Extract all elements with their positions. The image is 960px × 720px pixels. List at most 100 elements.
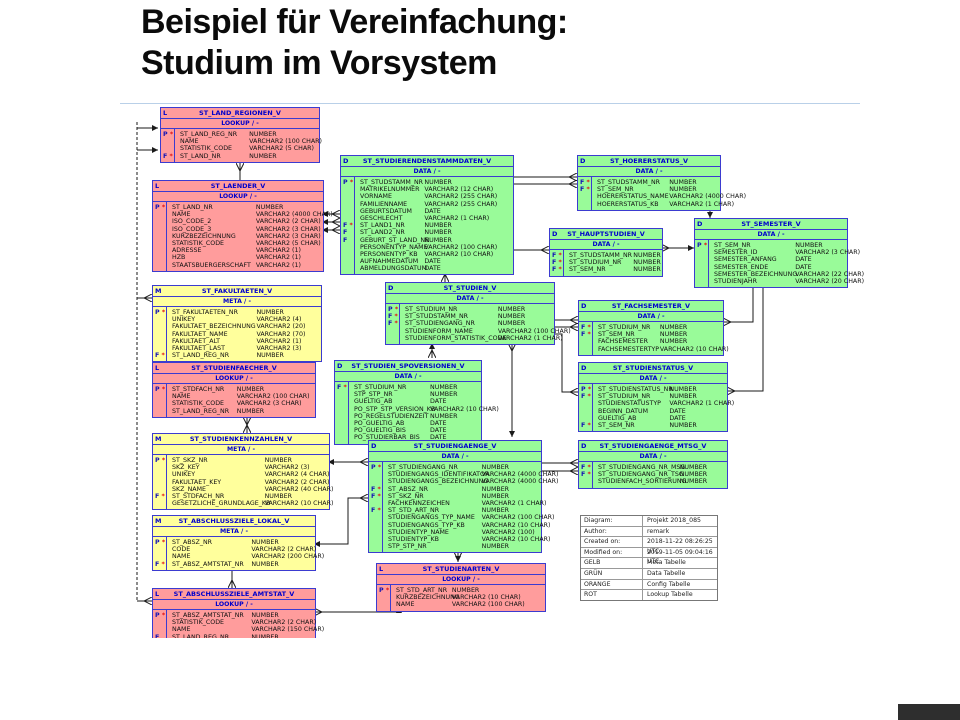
key-marker: P * [155, 204, 166, 211]
marker-column-divider [399, 304, 400, 344]
key-marker: P * [371, 464, 382, 471]
table-title: ST_STUDIENGAENGE_V [413, 442, 497, 450]
field-type: NUMBER [256, 352, 284, 360]
field-name: FAKULTAET_KEY [172, 478, 222, 486]
field-type: NUMBER [251, 560, 279, 568]
field-type: NUMBER [497, 313, 526, 321]
field-name: ST_FAKULTAETEN_NR [172, 309, 238, 316]
field-name: STAATSBUERGERSCHAFT [172, 261, 251, 269]
field-name: MATRIKELNUMMER [360, 186, 420, 194]
field-name: AUFNAHMEDATUM [360, 258, 419, 266]
table-subtitle: META / - [153, 527, 315, 537]
key-marker: F * [581, 421, 591, 429]
required-star: * [585, 324, 591, 331]
field-name: ABMELDUNGSDATUM [360, 265, 428, 273]
field-name: ST_ABSZ_NR [388, 485, 429, 493]
field-name: ST_STUDIENGANG_NR_MSG [598, 464, 686, 471]
field-type: VARCHAR2 (150 CHAR) [251, 626, 325, 634]
table-kind-badge: D [343, 157, 349, 165]
field-name: STATISTIK_CODE [172, 619, 225, 627]
table-title: ST_HOERERSTATUS_V [609, 157, 689, 165]
legend-label: ORANGE [581, 579, 643, 590]
field-name: HOERERSTATUS_KB [597, 200, 659, 208]
table-kind-badge: M [155, 435, 162, 443]
table-title: ST_HAUPTSTUDIEN_V [567, 230, 645, 238]
field-type: VARCHAR2 (2 CHAR) [251, 619, 317, 627]
legend-value: Config Tabelle [647, 580, 691, 588]
table-subtitle: LOOKUP / - [153, 374, 315, 384]
key-marker: P * [343, 179, 354, 186]
required-star: * [159, 457, 166, 464]
table-kind-badge: D [371, 442, 377, 450]
table-subtitle: DATA / - [579, 452, 727, 462]
field-name: ISO_CODE_3 [172, 225, 212, 233]
key-marker: F * [552, 266, 562, 274]
field-name: ST_STD_ART_NR [396, 587, 448, 594]
field-type: VARCHAR2 (5 CHAR) [249, 145, 314, 153]
field-type: VARCHAR2 (100 CHAR) [481, 514, 555, 522]
required-star: * [585, 386, 592, 393]
marker-column-divider [166, 384, 167, 417]
diagram-top-border [120, 103, 860, 104]
field-name: FAKULTAET_LAST [172, 344, 226, 352]
legend-value: 2019-11-05 09:04:16 UTC [647, 548, 713, 566]
table-subtitle: DATA / - [341, 167, 513, 177]
field-type: VARCHAR2 (2 CHAR) [264, 478, 330, 486]
field-name: ST_LAND_REG_NR [172, 407, 230, 415]
field-type: DATE [430, 434, 447, 442]
table-kind-badge: D [388, 284, 394, 292]
field-type: NUMBER [633, 252, 661, 259]
required-star: * [585, 331, 591, 339]
field-name: ST_LAND_REG_NR [172, 633, 230, 638]
field-type: NUMBER [633, 266, 661, 274]
field-type: VARCHAR2 (100 CHAR) [497, 327, 571, 335]
key-marker: F [343, 236, 348, 244]
key-marker: F * [580, 186, 590, 194]
field-name: ST_LAND_REG_NR [172, 352, 230, 360]
marker-column-divider [591, 177, 592, 210]
field-type: NUMBER [249, 131, 277, 138]
connector-st_semester_v-st_fachsemester_v [723, 287, 754, 322]
